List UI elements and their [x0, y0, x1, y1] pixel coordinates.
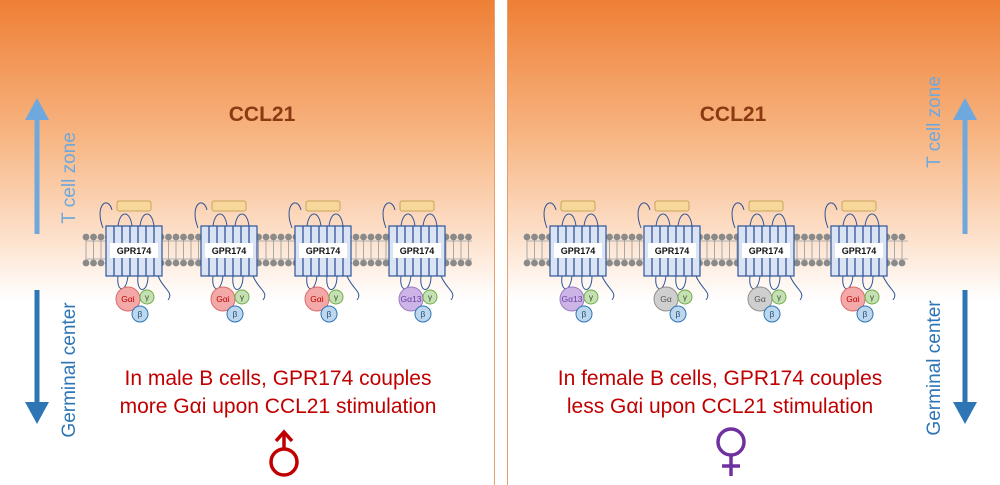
right-t-cell-zone-arrow [953, 98, 977, 234]
left-germinal-center-label: Germinal center [59, 302, 80, 438]
female-symbol-icon: ♀ [716, 427, 746, 476]
g-gamma-label: γ [589, 292, 594, 302]
g-gamma-label: γ [428, 292, 433, 302]
g-alpha-label: Gαi [310, 294, 324, 304]
receptor-name-label: GPR174 [306, 246, 341, 256]
g-gamma-subunit [864, 289, 880, 305]
g-alpha-label: Gαi [846, 294, 860, 304]
g-gamma-label: γ [683, 292, 688, 302]
left-caption-line-2: more Gαi upon CCL21 stimulation [120, 395, 437, 418]
ccl21-ligand-box [116, 200, 152, 212]
receptor-name-label: GPR174 [561, 246, 596, 256]
g-beta-label: β [421, 309, 426, 319]
receptor-name-label: GPR174 [400, 246, 435, 256]
left-caption-line-1: In male B cells, GPR174 couples [125, 367, 432, 390]
g-gamma-subunit [234, 289, 250, 305]
male-symbol-icon: ♂ [269, 429, 299, 477]
g-beta-subunit [414, 305, 432, 323]
receptor-name-label: GPR174 [117, 246, 152, 256]
ccl21-ligand-box [841, 200, 877, 212]
receptor-name-label: GPR174 [749, 246, 784, 256]
g-beta-label: β [233, 309, 238, 319]
g-alpha-label: Gαi [121, 294, 135, 304]
g-beta-subunit [763, 305, 781, 323]
g-gamma-label: γ [145, 292, 150, 302]
ccl21-ligand-box [399, 200, 435, 212]
g-alpha-label: Gαi [216, 294, 230, 304]
left-ligand-label: CCL21 [229, 103, 296, 126]
g-alpha-label: Gα13 [562, 294, 583, 304]
g-beta-label: β [138, 309, 143, 319]
g-gamma-label: γ [240, 292, 245, 302]
ccl21-ligand-box [560, 200, 596, 212]
receptor-name-label: GPR174 [212, 246, 247, 256]
g-beta-subunit [320, 305, 338, 323]
g-beta-subunit [131, 305, 149, 323]
g-beta-subunit [226, 305, 244, 323]
receptor-name-label: GPR174 [655, 246, 690, 256]
ccl21-ligand-box [748, 200, 784, 212]
g-beta-subunit [669, 305, 687, 323]
left-germinal-center-arrow [25, 290, 49, 424]
g-beta-label: β [770, 309, 775, 319]
g-alpha-label: Gα [754, 294, 766, 304]
left-t-cell-zone-arrow [25, 98, 49, 234]
g-beta-label: β [863, 309, 868, 319]
g-gamma-subunit [422, 289, 438, 305]
g-gamma-subunit [677, 289, 693, 305]
right-germinal-center-label: Germinal center [924, 300, 945, 436]
g-gamma-subunit [583, 289, 599, 305]
right-caption-line-1: In female B cells, GPR174 couples [558, 367, 883, 390]
ccl21-ligand-box [654, 200, 690, 212]
g-gamma-subunit [328, 289, 344, 305]
ccl21-ligand-box [305, 200, 341, 212]
g-beta-label: β [676, 309, 681, 319]
g-gamma-label: γ [334, 292, 339, 302]
panel-divider [494, 0, 508, 485]
right-t-cell-zone-label: T cell zone [924, 76, 945, 168]
left-t-cell-zone-label: T cell zone [59, 132, 80, 224]
right-ligand-label: CCL21 [700, 103, 767, 126]
g-beta-subunit [856, 305, 874, 323]
g-beta-subunit [575, 305, 593, 323]
g-gamma-subunit [139, 289, 155, 305]
g-gamma-label: γ [870, 292, 875, 302]
ccl21-ligand-box [211, 200, 247, 212]
g-alpha-label: Gα [660, 294, 672, 304]
g-beta-label: β [582, 309, 587, 319]
receptor-name-label: GPR174 [842, 246, 877, 256]
g-gamma-label: γ [777, 292, 782, 302]
g-beta-label: β [327, 309, 332, 319]
g-alpha-label: Gα13 [401, 294, 422, 304]
right-caption-line-2: less Gαi upon CCL21 stimulation [567, 395, 873, 418]
right-germinal-center-arrow [953, 290, 977, 424]
g-gamma-subunit [771, 289, 787, 305]
